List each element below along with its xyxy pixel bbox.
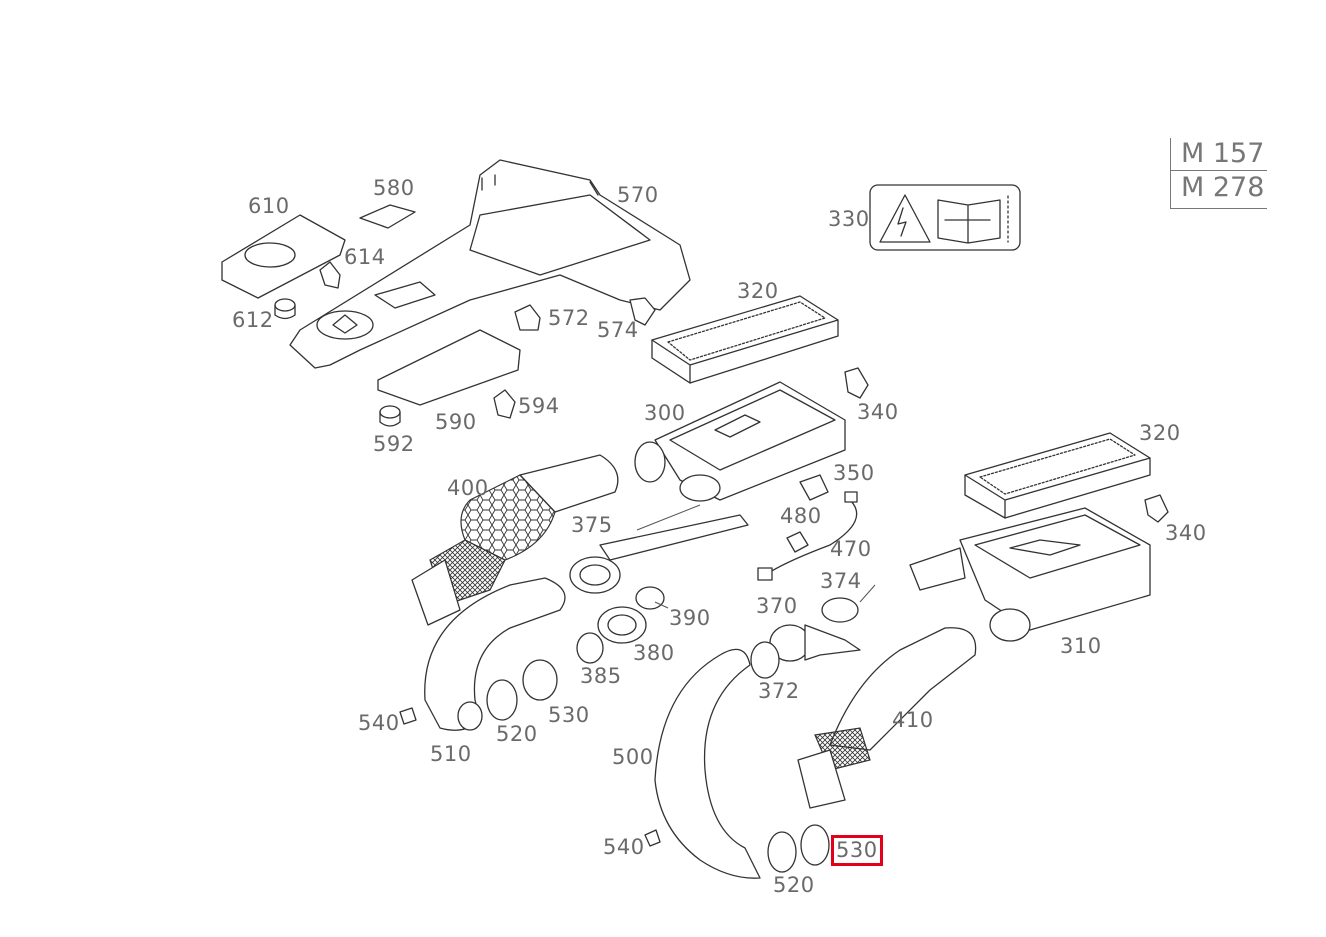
callout-540-lower[interactable]: 540 [603,835,645,859]
part-372-clamp[interactable] [750,641,780,679]
part-520-sleeve-lower[interactable] [767,831,797,873]
part-594-clip[interactable] [493,389,516,419]
part-614-clip[interactable] [319,261,341,289]
callout-340-upper[interactable]: 340 [857,400,899,424]
callout-570[interactable]: 570 [617,183,659,207]
callout-380[interactable]: 380 [633,641,675,665]
callout-372[interactable]: 372 [758,679,800,703]
part-350-bracket[interactable] [799,474,829,501]
part-300-air-filter-housing[interactable] [634,381,846,502]
part-385-clamp[interactable] [576,632,604,664]
callout-592[interactable]: 592 [373,432,415,456]
callout-540-upper[interactable]: 540 [358,711,400,735]
part-590-panel[interactable] [377,329,521,406]
callout-500[interactable]: 500 [612,745,654,769]
callout-330[interactable]: 330 [828,207,870,231]
part-400-intake-duct[interactable] [411,454,619,626]
part-340-sensor-upper[interactable] [844,367,869,399]
engine-code-m278: M 278 [1181,172,1265,203]
callout-370[interactable]: 370 [756,594,798,618]
callout-375[interactable]: 375 [571,513,613,537]
part-375-air-flow-pipe[interactable] [569,514,749,594]
part-592-grommet[interactable] [379,405,401,427]
callout-594[interactable]: 594 [518,394,560,418]
part-370-connector[interactable] [769,624,861,662]
part-610-cover[interactable] [221,214,346,299]
part-540-screw-upper[interactable] [399,707,417,725]
callout-374[interactable]: 374 [820,569,862,593]
callout-580[interactable]: 580 [373,176,415,200]
part-580-pad[interactable] [359,204,416,229]
part-330-warning-label[interactable] [869,184,1021,251]
callout-520-lower[interactable]: 520 [773,873,815,897]
callout-612[interactable]: 612 [232,308,274,332]
callout-400[interactable]: 400 [447,476,489,500]
part-500-hose[interactable] [654,648,761,879]
part-530-clamp-upper[interactable] [522,659,558,701]
callout-480[interactable]: 480 [780,504,822,528]
callout-610[interactable]: 610 [248,194,290,218]
part-520-sleeve-upper[interactable] [486,679,518,721]
high-voltage-warning-icon [879,194,931,243]
part-410-intake-duct[interactable] [797,627,977,809]
callout-350[interactable]: 350 [833,461,875,485]
part-380-sensor[interactable] [597,606,647,644]
callout-390[interactable]: 390 [669,606,711,630]
part-530-clamp-lower[interactable] [800,824,830,866]
callout-590[interactable]: 590 [435,410,477,434]
part-570-engine-cover[interactable] [289,159,691,369]
callout-320-upper[interactable]: 320 [737,279,779,303]
part-340-sensor-lower[interactable] [1144,494,1169,523]
callout-510[interactable]: 510 [430,742,472,766]
engine-code-divider [1171,170,1267,171]
callout-340-lower[interactable]: 340 [1165,521,1207,545]
leader-lines [636,504,876,609]
part-320-air-filter-upper[interactable] [651,295,839,384]
part-572-clip[interactable] [514,304,541,331]
part-540-screw-lower[interactable] [644,829,661,847]
callout-300[interactable]: 300 [644,401,686,425]
callout-520-upper[interactable]: 520 [496,722,538,746]
part-574-clip[interactable] [629,297,656,326]
callout-310[interactable]: 310 [1060,634,1102,658]
callout-614[interactable]: 614 [344,245,386,269]
callout-572[interactable]: 572 [548,306,590,330]
callout-530-lower-selected[interactable]: 530 [831,835,883,866]
part-470-sensor-cable[interactable] [757,491,858,581]
part-480-clip[interactable] [786,531,809,553]
callout-530-upper[interactable]: 530 [548,703,590,727]
callout-410[interactable]: 410 [892,708,934,732]
part-612-grommet[interactable] [274,298,296,320]
part-390-clamp[interactable] [635,586,665,610]
part-374-clamp[interactable] [821,597,859,623]
part-510-hose[interactable] [424,577,566,731]
callout-320-lower[interactable]: 320 [1139,421,1181,445]
part-320-air-filter-lower[interactable] [964,432,1151,519]
part-310-air-filter-housing[interactable] [909,507,1151,642]
callout-385[interactable]: 385 [580,664,622,688]
engine-code-box: M 157 M 278 [1170,138,1267,209]
service-manual-wrench-icon [937,199,1001,244]
callout-574[interactable]: 574 [597,318,639,342]
engine-code-m157: M 157 [1181,138,1265,169]
callout-470[interactable]: 470 [830,537,872,561]
